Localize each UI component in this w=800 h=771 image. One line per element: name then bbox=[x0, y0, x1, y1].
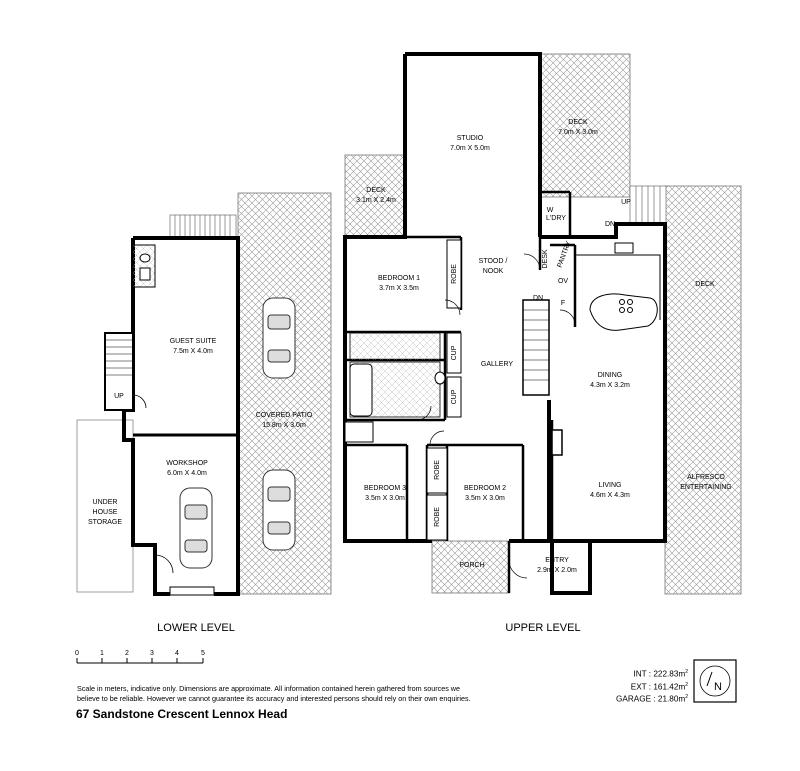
robe-label-bed3-top: ROBE bbox=[434, 460, 441, 480]
desk-label: DESK bbox=[542, 249, 549, 268]
scale-bar bbox=[76, 658, 204, 664]
stood-nook-label-2: NOOK bbox=[483, 268, 504, 275]
upper-walls bbox=[343, 52, 667, 595]
bedroom3-size: 3.5m X 3.0m bbox=[365, 495, 405, 502]
ldry-label: L'DRY bbox=[546, 215, 566, 222]
stair-lower-left bbox=[104, 332, 134, 411]
under-house-label-1: UNDER bbox=[93, 499, 118, 506]
under-house-storage-area bbox=[76, 419, 134, 593]
door-arcs bbox=[416, 253, 576, 579]
dining-size: 4.3m X 3.2m bbox=[590, 382, 630, 389]
entry-size: 2.9m X 2.0m bbox=[537, 567, 577, 574]
upper-up-label: UP bbox=[621, 199, 631, 206]
lower-bathroom bbox=[132, 244, 156, 288]
deck-small-label: DECK bbox=[366, 187, 386, 194]
robes bbox=[426, 239, 462, 541]
upper-dn-label-stair: DN bbox=[533, 295, 543, 302]
area-summary: INT : 222.83m2 EXT : 161.42m2 GARAGE : 2… bbox=[600, 667, 688, 705]
guest-suite-label: GUEST SUITE bbox=[170, 338, 217, 345]
covered-patio-size: 15.8m X 3.0m bbox=[262, 422, 306, 429]
porch-area bbox=[431, 540, 510, 594]
stair-lower-top bbox=[169, 214, 237, 238]
garage-area: GARAGE : 21.80m2 bbox=[616, 694, 688, 705]
int-area: INT : 222.83m2 bbox=[633, 669, 688, 679]
porch-label: PORCH bbox=[459, 562, 484, 569]
cup-label-1: CUP bbox=[451, 345, 458, 360]
deck-studio-area bbox=[539, 53, 631, 198]
scale-tick-5: 5 bbox=[201, 650, 205, 657]
scale-tick-1: 1 bbox=[100, 650, 104, 657]
deck-studio-label: DECK bbox=[568, 119, 588, 126]
bedroom3-label: BEDROOM 3 bbox=[364, 485, 406, 492]
under-house-label-3: STORAGE bbox=[88, 519, 122, 526]
ov-label: OV bbox=[558, 278, 568, 285]
deck-small-area bbox=[344, 154, 406, 238]
alfresco-label-2: ENTERTAINING bbox=[680, 484, 731, 491]
deck-small-size: 3.1m X 2.4m bbox=[356, 197, 396, 204]
w-label: W bbox=[547, 207, 554, 214]
fireplace bbox=[551, 429, 563, 456]
scale-tick-0: 0 bbox=[75, 650, 79, 657]
stood-nook-label-1: STOOD / bbox=[479, 258, 508, 265]
disclaimer-line-1: Scale in meters, indicative only. Dimens… bbox=[77, 684, 460, 693]
bedroom1-label: BEDROOM 1 bbox=[378, 275, 420, 282]
workshop-window bbox=[169, 586, 215, 596]
compass-icon: N bbox=[693, 659, 737, 703]
covered-patio-label: COVERED PATIO bbox=[256, 412, 313, 419]
fridge-label: F bbox=[561, 300, 565, 307]
stair-door bbox=[132, 394, 147, 409]
main-stair bbox=[522, 299, 550, 396]
alfresco-label-1: ALFRESCO bbox=[687, 474, 725, 481]
living-label: LIVING bbox=[599, 482, 622, 489]
living-size: 4.6m X 4.3m bbox=[590, 492, 630, 499]
disclaimer: Scale in meters, indicative only. Dimens… bbox=[77, 684, 557, 704]
bathroom-upper-tiles bbox=[349, 332, 441, 361]
deck-main-area bbox=[664, 185, 742, 595]
under-house-label-2: HOUSE bbox=[93, 509, 118, 516]
deck-main-label: DECK bbox=[695, 281, 715, 288]
studio-label: STUDIO bbox=[457, 135, 484, 142]
upper-level-label: UPPER LEVEL bbox=[505, 622, 580, 634]
bedroom2-size: 3.5m X 3.0m bbox=[465, 495, 505, 502]
studio-size: 7.0m X 5.0m bbox=[450, 145, 490, 152]
gallery-label: GALLERY bbox=[481, 361, 513, 368]
cup-label-2: CUP bbox=[451, 389, 458, 404]
dining-label: DINING bbox=[598, 372, 623, 379]
bedroom2-label: BEDROOM 2 bbox=[464, 485, 506, 492]
bedroom1-size: 3.7m X 3.5m bbox=[379, 285, 419, 292]
upper-level-plan: STUDIO 7.0m X 5.0m DECK 7.0m X 3.0m DECK… bbox=[343, 52, 742, 634]
scale-tick-2: 2 bbox=[125, 650, 129, 657]
lower-level-label: LOWER LEVEL bbox=[157, 622, 235, 634]
bathtub bbox=[349, 363, 373, 417]
scale-tick-4: 4 bbox=[175, 650, 179, 657]
deck-studio-size: 7.0m X 3.0m bbox=[558, 129, 598, 136]
lower-up-label: UP bbox=[114, 393, 124, 400]
entry-label: ENTRY bbox=[545, 557, 569, 564]
robe-label-bed3-bottom: ROBE bbox=[434, 507, 441, 527]
ext-area: EXT : 161.42m2 bbox=[630, 681, 688, 692]
disclaimer-line-2: believe to be reliable. However we canno… bbox=[77, 694, 471, 703]
guest-suite-size: 7.5m X 4.0m bbox=[173, 348, 213, 355]
car-icon bbox=[179, 297, 296, 569]
workshop-door bbox=[154, 554, 174, 574]
kitchen-bench bbox=[575, 242, 661, 331]
workshop-label: WORKSHOP bbox=[166, 460, 208, 467]
lower-level-plan: GUEST SUITE 7.5m X 4.0m WORKSHOP 6.0m X … bbox=[76, 192, 332, 634]
upper-dn-label-deck: DN bbox=[605, 221, 615, 228]
compass-letter: N bbox=[714, 681, 722, 693]
scale-ticks: 0 1 2 3 4 5 bbox=[75, 650, 205, 657]
property-address: 67 Sandstone Crescent Lennox Head bbox=[76, 707, 288, 721]
robe-label-bed1: ROBE bbox=[451, 264, 458, 284]
scale-tick-3: 3 bbox=[150, 650, 154, 657]
workshop-size: 6.0m X 4.0m bbox=[167, 470, 207, 477]
deck-stairs bbox=[629, 185, 667, 225]
